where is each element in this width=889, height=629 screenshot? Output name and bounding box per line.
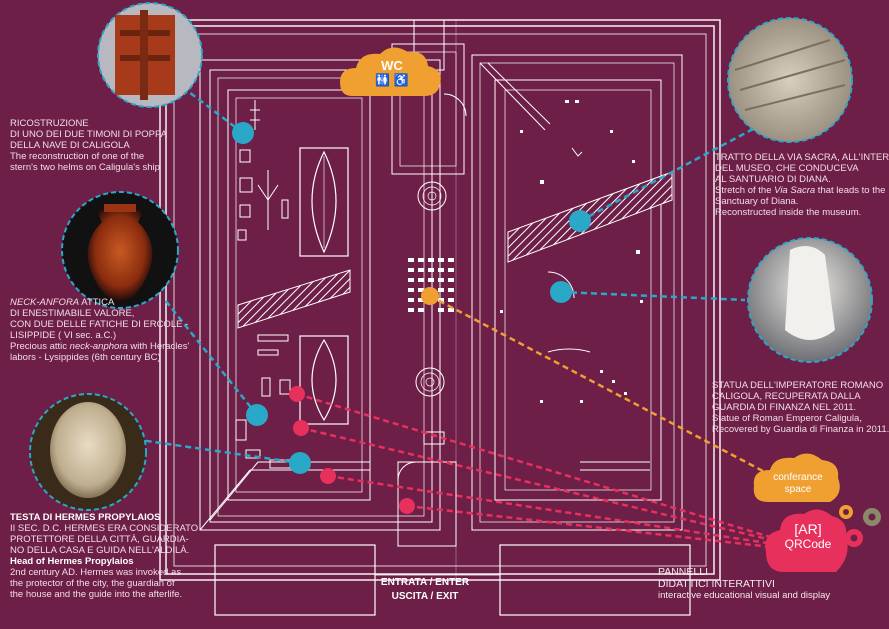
conference-line2: space (784, 484, 812, 495)
caption-line: TRATTO DELLA VIA SACRA, ALL'INTERNO (715, 152, 889, 163)
caption-line: AL SANTUARIO DI DIANA. (715, 174, 831, 185)
caption-span: TESTA DI HERMES PROPYLAIOS (10, 512, 161, 523)
entrance-line2: USCITA / EXIT (391, 591, 459, 602)
caption-line: STATUA DELL'IMPERATORE ROMANO (712, 380, 884, 391)
gear-icon (839, 505, 881, 547)
pannelli-line2: DIDATTICI INTERATTIVI (658, 578, 775, 590)
caption-span: Head of Hermes Propylaios (10, 556, 134, 567)
caption-line: labors - Lysippides (6th century BC) (10, 352, 161, 363)
caption-line: the house and the guide into the afterli… (10, 589, 183, 600)
caption-line: GUARDIA DI FINANZA NEL 2011. (712, 402, 857, 413)
caption-line: stern's two helms on Caligula's ship (10, 162, 160, 173)
marker-timoni (232, 122, 254, 144)
caption-line: CALIGOLA, RECUPERATA DALLA (712, 391, 861, 402)
caption-line: TESTA DI HERMES PROPYLAIOS (10, 512, 198, 523)
caption-span: ATTICA (79, 297, 115, 308)
caption-span: Stretch of the (715, 185, 775, 196)
caption-line: NO DELLA CASA E GUIDA NELL'ALDILÀ. (10, 545, 190, 556)
caption-line: Statue of Roman Emperor Caligula, (712, 413, 862, 424)
caption-line: The reconstruction of one of the (10, 151, 145, 162)
caption-timoni: RICOSTRUZIONE DI UNO DEI DUE TIMONI DI P… (10, 118, 167, 173)
caption-anfora: NECK-ANFORA ATTICA DI ENESTIMABILE VALOR… (10, 297, 189, 363)
caption-span: with Heracles' (127, 341, 190, 352)
caption-line: Reconstructed inside the museum. (715, 207, 862, 218)
caption-statua: STATUA DELL'IMPERATORE ROMANO CALIGOLA, … (712, 380, 889, 435)
restroom-icon: 🚻 ♿ (375, 73, 409, 87)
marker-ar-3 (320, 468, 336, 484)
entrance-label: ENTRATA / ENTER USCITA / EXIT (370, 576, 480, 604)
caption-via-sacra: TRATTO DELLA VIA SACRA, ALL'INTERNO DEL … (715, 152, 889, 218)
entrance-line1: ENTRATA / ENTER (380, 577, 470, 588)
ar-qrcode-cloud[interactable]: [AR] QRCode (768, 522, 848, 552)
pannelli-line1: PANNELLI (658, 566, 708, 578)
caption-line: PROTETTORE DELLA CITTÀ, GUARDIA- (10, 534, 189, 545)
pannelli-label: PANNELLI DIDATTICI INTERATTIVI interacti… (658, 566, 830, 602)
marker-via-sacra (569, 210, 591, 232)
marker-anfora (246, 404, 268, 426)
caption-line: RICOSTRUZIONE (10, 118, 89, 129)
caption-line: II SEC. D.C. HERMES ERA CONSIDERATO (10, 523, 199, 534)
caption-hermes: TESTA DI HERMES PROPYLAIOS II SEC. D.C. … (10, 512, 198, 600)
caption-line: Precious attic neck-anphora with Heracle… (10, 341, 189, 352)
pannelli-line3: interactive educational visual and displ… (658, 590, 831, 601)
photo-statua (747, 237, 873, 363)
caption-span: that leads to the (815, 185, 886, 196)
caption-span: Precious attic (10, 341, 70, 352)
marker-hermes (289, 452, 311, 474)
marker-conference (421, 287, 439, 305)
wc-label: WC (381, 58, 403, 73)
caption-line: NECK-ANFORA ATTICA (10, 297, 189, 308)
conference-cloud[interactable]: conferance space (756, 472, 840, 496)
caption-line: Sanctuary of Diana. (715, 196, 799, 207)
marker-ar-2 (293, 420, 309, 436)
caption-line: DI ENESTIMABILE VALORE, (10, 308, 135, 319)
ar-label: [AR] (794, 521, 822, 537)
caption-line: the protector of the city, the guardian … (10, 578, 175, 589)
conference-line1: conferance (773, 472, 823, 483)
marker-ar-4 (399, 498, 415, 514)
photo-via-sacra (727, 17, 853, 143)
marker-statua (550, 281, 572, 303)
caption-line: DELLA NAVE DI CALIGOLA (10, 140, 130, 151)
caption-span: Via Sacra (774, 185, 816, 196)
caption-line: CON DUE DELLE FATICHE DI ERCOLE - (10, 319, 189, 330)
wc-cloud: WC 🚻 ♿ (352, 58, 432, 87)
caption-span: neck-anphora (69, 341, 128, 352)
photo-anfora (61, 191, 179, 309)
caption-line: Stretch of the Via Sacra that leads to t… (715, 185, 889, 196)
caption-line: 2nd century AD. Hermes was invoked as (10, 567, 182, 578)
caption-line: DEL MUSEO, CHE CONDUCEVA (715, 163, 859, 174)
caption-line: Recovered by Guardia di Finanza in 2011. (712, 424, 889, 435)
photo-hermes (29, 393, 147, 511)
caption-line: Head of Hermes Propylaios (10, 556, 198, 567)
qrcode-label: QRCode (784, 537, 832, 551)
caption-line: DI UNO DEI DUE TIMONI DI POPPA (10, 129, 167, 140)
caption-span: NECK-ANFORA (10, 297, 80, 308)
marker-ar-1 (289, 386, 305, 402)
caption-line: LISIPPIDE ( VI sec. a.C.) (10, 330, 117, 341)
photo-timoni (97, 2, 203, 108)
